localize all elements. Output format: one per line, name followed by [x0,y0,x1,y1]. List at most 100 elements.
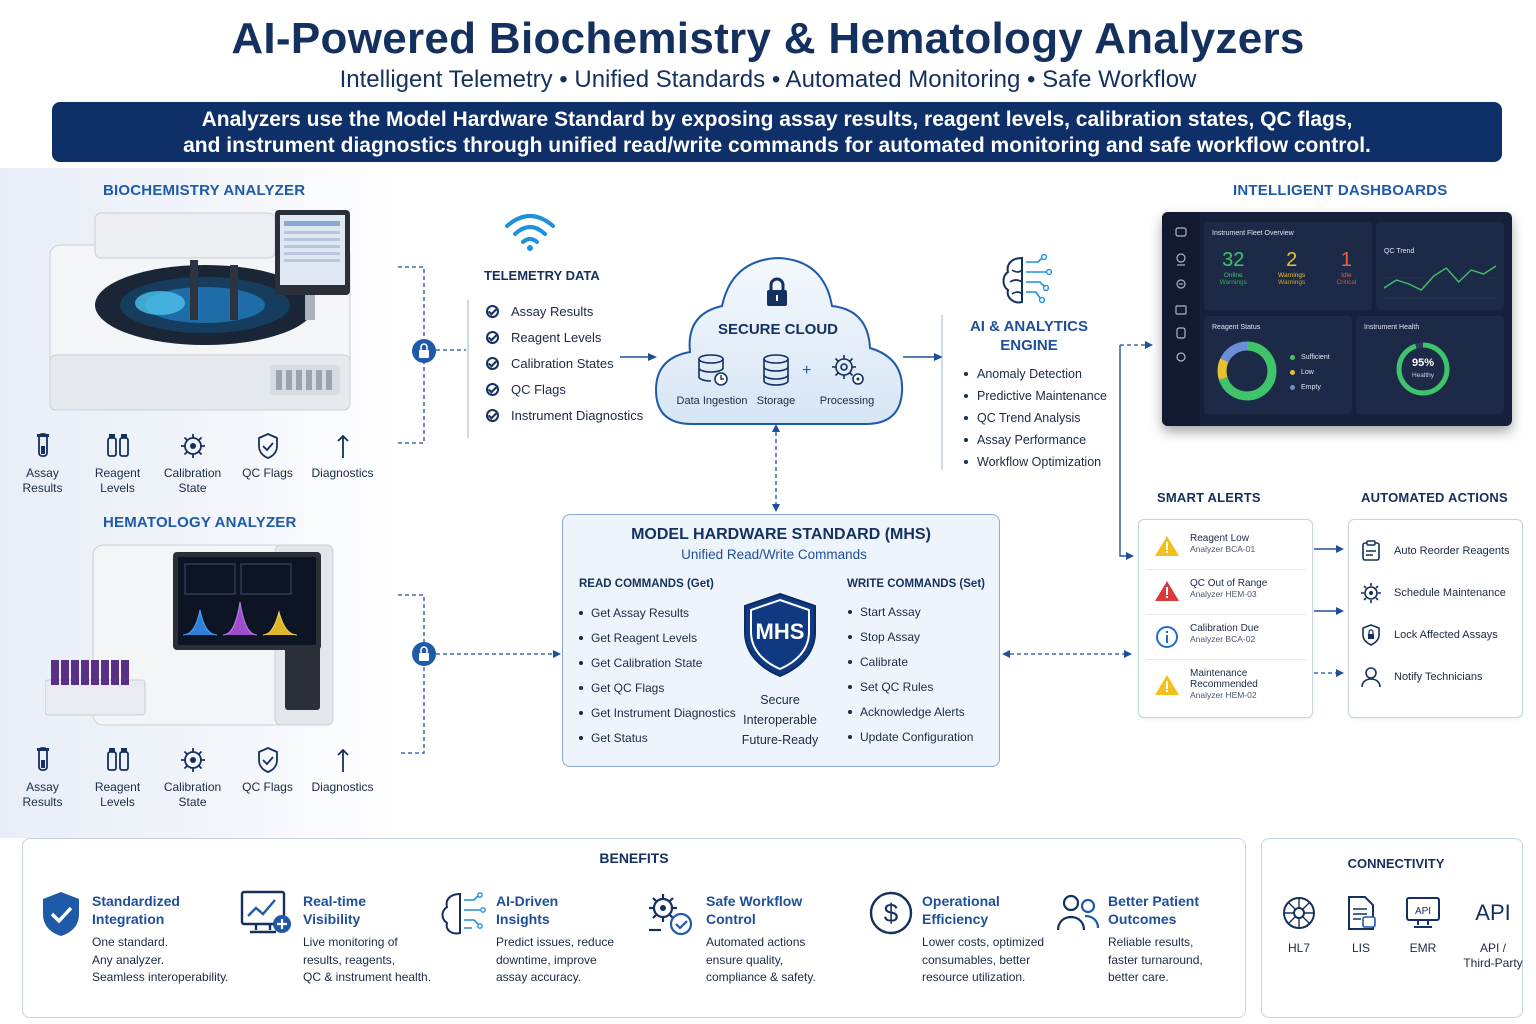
legend-item: Low [1290,365,1330,380]
action-item[interactable]: Lock Affected Assays [1360,614,1510,656]
write-command: Set QC Rules [848,674,973,699]
write-commands-title: WRITE COMMANDS (Set) [847,578,985,590]
connectivity-lis: LIS [1330,895,1392,971]
lock-icon [412,339,436,363]
qc-flags-item: QC Flags [230,432,305,496]
read-command: Get Instrument Diagnostics [579,700,736,725]
plus-sign: + [802,362,812,379]
read-command: Get Reagent Levels [579,625,736,650]
legend-item: Empty [1290,380,1330,395]
write-commands-list: Start Assay Stop Assay Calibrate Set QC … [848,599,973,749]
ai-item: Workflow Optimization [964,451,1107,473]
reagent-levels-item: Reagent Levels [80,746,155,810]
cloud-title: SECURE CLOUD [717,321,838,338]
reagent-status-tile: Reagent Status Sufficient Low Empty [1204,316,1352,414]
calibration-state-item: Calibration State [155,432,230,496]
people-icon [1056,894,1100,931]
action-item[interactable]: Auto Reorder Reagents [1360,530,1510,572]
qc-trend-tile: QC Trend [1376,222,1504,310]
mhs-title: MODEL HARDWARE STANDARD (MHS) [631,526,931,543]
dashboard-sidebar [1162,212,1200,426]
hl7-network-icon [1283,897,1315,929]
automated-actions-panel [1348,519,1523,718]
warning-red-icon [1155,581,1179,601]
calibration-gear-icon [180,434,205,458]
diagnostics-arrow-icon [336,434,349,458]
api-text-icon: API [1475,900,1511,925]
shield-check-icon [43,892,79,936]
telemetry-title: TELEMETRY DATA [484,268,600,283]
shield-check-icon [257,747,278,773]
biochemistry-icon-row: Assay Results Reagent Levels Calibration… [5,432,380,496]
assay-results-item: Assay Results [5,432,80,496]
cloud-item-processing: Processing [819,395,875,407]
health-label: Healthy [1411,372,1435,379]
legend-item: Sufficient [1290,350,1330,365]
page-subtitle: Intelligent Telemetry • Unified Standard… [339,66,1197,93]
check-circle-icon [486,356,499,370]
warning-yellow-icon [1155,536,1179,556]
mhs-tagline: Secure Interoperable Future-Ready [741,693,819,747]
automated-actions-title: AUTOMATED ACTIONS [1361,490,1508,505]
qc-trend-line [1384,265,1496,291]
ai-item: Anomaly Detection [964,363,1107,385]
ai-engine-title: AI & ANALYTICS ENGINE [969,318,1089,354]
reagent-levels-item: Reagent Levels [80,432,155,496]
qc-trend-chart [1384,265,1496,299]
page-title: AI-Powered Biochemistry & Hematology Ana… [231,14,1305,63]
telemetry-list: Assay Results Reagent Levels Calibration… [486,298,643,428]
connectivity-title: CONNECTIVITY [1347,856,1445,871]
workflow-gear-icon [649,894,693,936]
telemetry-item: Instrument Diagnostics [486,402,643,428]
dashboard-nav-icons [1175,227,1187,362]
lock-shield-icon [1362,624,1380,646]
assay-results-item: Assay Results [5,746,80,810]
processing-gears-icon [832,355,864,385]
instrument-health-tile: Instrument Health 95% Healthy [1356,316,1504,414]
diagnostics-item: Diagnostics [305,432,380,496]
storage-icon [763,354,789,386]
telemetry-item: Reagent Levels [486,324,643,350]
read-command: Get Assay Results [579,600,736,625]
cloud-item-storage: Storage [756,395,796,407]
calibration-gear-icon [180,748,205,772]
data-ingestion-icon [698,354,728,386]
health-value: 95% [1411,357,1435,369]
hematology-icon-row: Assay Results Reagent Levels Calibration… [5,746,380,810]
reagent-legend: Sufficient Low Empty [1290,350,1330,395]
connectivity-list: HL7 LIS API EMR API API / Third-Party [1268,895,1532,971]
diagnostics-arrow-icon [336,748,349,772]
reagent-bottles-icon [106,434,129,457]
read-command: Get QC Flags [579,675,736,700]
connectivity-api: API API / Third-Party [1454,895,1532,971]
test-tube-icon [36,433,49,457]
biochemistry-analyzer-image [49,210,351,411]
read-command: Get Status [579,725,736,750]
telemetry-item: Calibration States [486,350,643,376]
reagent-bottles-icon [106,748,129,771]
ai-engine-list: Anomaly Detection Predictive Maintenance… [964,363,1107,473]
write-command: Acknowledge Alerts [848,699,973,724]
diagnostics-item: Diagnostics [305,746,380,810]
warning-yellow-icon [1155,675,1179,695]
brain-circuit-icon [1002,253,1053,304]
mhs-subtitle: Unified Read/Write Commands [681,547,867,562]
actions-list: Auto Reorder Reagents Schedule Maintenan… [1360,530,1510,698]
action-item[interactable]: Notify Technicians [1360,656,1510,698]
write-command: Start Assay [848,599,973,624]
action-item[interactable]: Schedule Maintenance [1360,572,1510,614]
health-ring-chart [1396,342,1450,396]
lis-document-icon [1348,896,1376,930]
monitor-chart-icon [240,890,291,934]
check-circle-icon [486,408,499,422]
calibration-state-item: Calibration State [155,746,230,810]
